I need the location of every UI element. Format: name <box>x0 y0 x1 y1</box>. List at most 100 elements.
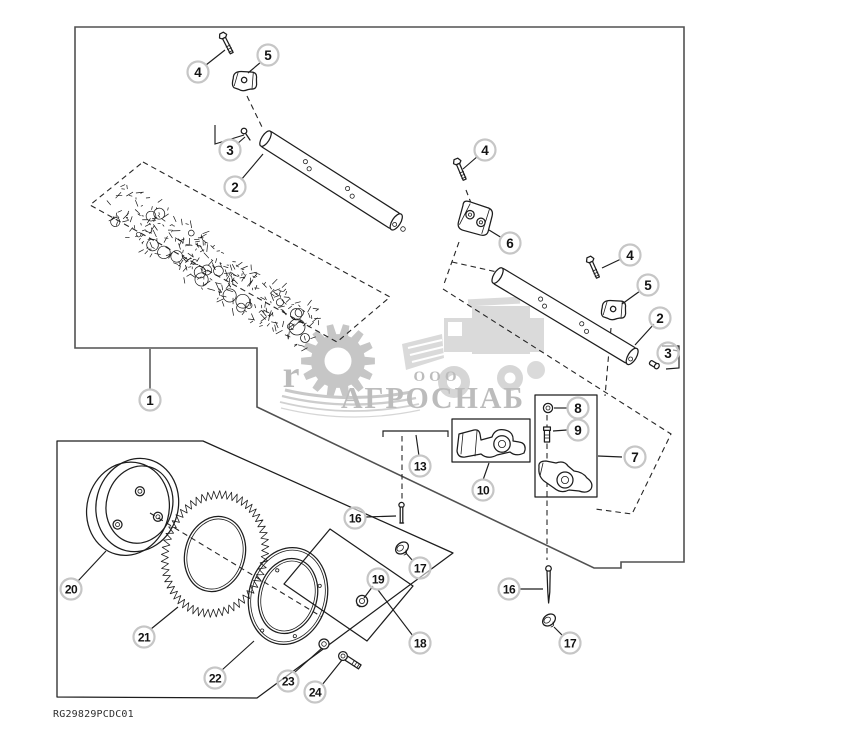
cam-detail-stroke <box>272 291 279 296</box>
callout-line-10 <box>482 462 490 481</box>
cam-detail-stroke <box>253 273 258 279</box>
cam-detail-stroke <box>115 221 118 226</box>
cam-detail-stroke <box>272 327 274 332</box>
cam-detail-stroke <box>269 285 272 290</box>
adjusting-screw-9 <box>542 426 552 443</box>
cam-detail-stroke <box>129 216 133 223</box>
cam-detail-stroke <box>162 213 169 219</box>
cam-detail-stroke <box>141 215 144 217</box>
cam-detail-stroke <box>161 218 166 222</box>
callout-label: 20 <box>65 582 78 596</box>
callout-line-2 <box>240 153 264 181</box>
callout-label: 7 <box>631 450 639 465</box>
cam-detail-stroke <box>197 237 204 239</box>
cam-detail-stroke <box>216 298 224 303</box>
callout-label: 22 <box>209 671 222 685</box>
callout-label: 2 <box>656 311 664 326</box>
cam-detail-stroke <box>226 289 234 293</box>
cam-detail-stroke <box>144 250 149 255</box>
cam-detail-ring <box>193 266 207 279</box>
callout-label: 13 <box>414 459 427 473</box>
camshaft-end-ring <box>288 318 306 336</box>
cam-detail-stroke <box>179 266 181 271</box>
callout-label: 4 <box>481 143 489 158</box>
cam-detail-stroke <box>258 310 262 313</box>
cam-detail-stroke <box>288 323 295 329</box>
cam-detail-stroke <box>140 234 144 238</box>
cam-detail-ring <box>213 265 224 277</box>
camshaft-assembly-ghost <box>106 184 321 352</box>
cam-detail-stroke <box>312 317 318 323</box>
cam-detail-stroke <box>237 274 240 277</box>
cam-detail-stroke <box>271 312 274 317</box>
callout-9: 9 <box>566 418 590 442</box>
cam-detail-stroke <box>214 282 222 285</box>
cam-detail-stroke <box>315 308 320 312</box>
cam-detail-ring <box>290 308 303 321</box>
cam-detail-stroke <box>223 295 227 298</box>
cam-detail-stroke <box>153 219 157 222</box>
cam-detail-stroke <box>115 192 122 199</box>
cam-detail-stroke <box>194 239 200 240</box>
cam-detail-stroke <box>145 223 151 227</box>
flange-nut-23 <box>318 638 330 650</box>
cam-detail-stroke <box>231 275 234 284</box>
cam-detail-stroke <box>242 270 245 276</box>
callout-line-16 <box>365 515 397 518</box>
cam-detail-stroke <box>189 220 193 229</box>
callout-line-22 <box>221 640 255 671</box>
cam-detail-stroke <box>264 301 266 308</box>
cam-detail-stroke <box>261 282 267 288</box>
callout-8: 8 <box>566 396 590 420</box>
cam-detail-stroke <box>249 320 254 324</box>
callout-label: 16 <box>503 582 516 596</box>
cam-detail-ring <box>235 293 251 309</box>
cam-detail-stroke <box>293 321 300 327</box>
lock-nut-8 <box>542 402 554 414</box>
rocker-arm-10 <box>456 429 526 458</box>
cam-detail-stroke <box>287 305 292 310</box>
callout-line-4 <box>205 49 226 66</box>
cam-detail-stroke <box>207 260 213 266</box>
cam-detail-stroke <box>153 224 158 231</box>
oil-plug-right <box>648 360 660 370</box>
cam-detail-stroke <box>294 343 298 346</box>
cam-detail-stroke <box>212 244 216 248</box>
cam-detail-stroke <box>261 304 263 309</box>
cam-detail-stroke <box>254 285 258 290</box>
cam-detail-stroke <box>210 259 214 262</box>
cam-detail-stroke <box>125 237 130 238</box>
callout-line-6 <box>488 229 503 239</box>
cam-detail-stroke <box>261 310 267 317</box>
gear-icon-hole <box>324 347 352 375</box>
push-rod-16-right <box>545 565 552 604</box>
wheat-swoosh <box>279 388 421 418</box>
cam-detail-stroke <box>260 313 266 320</box>
cam-detail-ring <box>135 231 142 238</box>
cam-detail-stroke <box>149 241 153 248</box>
cam-detail-stroke <box>224 269 228 276</box>
cam-detail-stroke <box>148 248 152 250</box>
cam-detail-stroke <box>241 268 245 271</box>
cam-detail-stroke <box>293 344 298 347</box>
callout-label: 17 <box>414 561 427 575</box>
ring-gear-21 <box>160 490 270 618</box>
cam-detail-stroke <box>157 214 161 218</box>
cam-detail-stroke <box>225 274 229 277</box>
cam-detail-stroke <box>229 271 231 276</box>
mount-bolt-right-upper <box>452 157 467 181</box>
pulley-plate-20 <box>85 457 180 557</box>
callout-line-23 <box>293 647 323 674</box>
cam-detail-stroke <box>244 309 247 313</box>
main-frame <box>74 26 685 569</box>
callout-5: 5 <box>256 43 280 67</box>
cam-detail-stroke <box>191 253 194 257</box>
cam-detail-stroke <box>270 288 275 294</box>
cam-detail-stroke <box>121 188 125 190</box>
cam-detail-stroke <box>307 306 312 313</box>
cam-detail-stroke <box>248 279 254 287</box>
cam-detail-stroke <box>314 317 321 319</box>
cam-detail-stroke <box>193 258 198 261</box>
cam-detail-stroke <box>310 336 316 340</box>
callout-line-17 <box>404 551 414 562</box>
